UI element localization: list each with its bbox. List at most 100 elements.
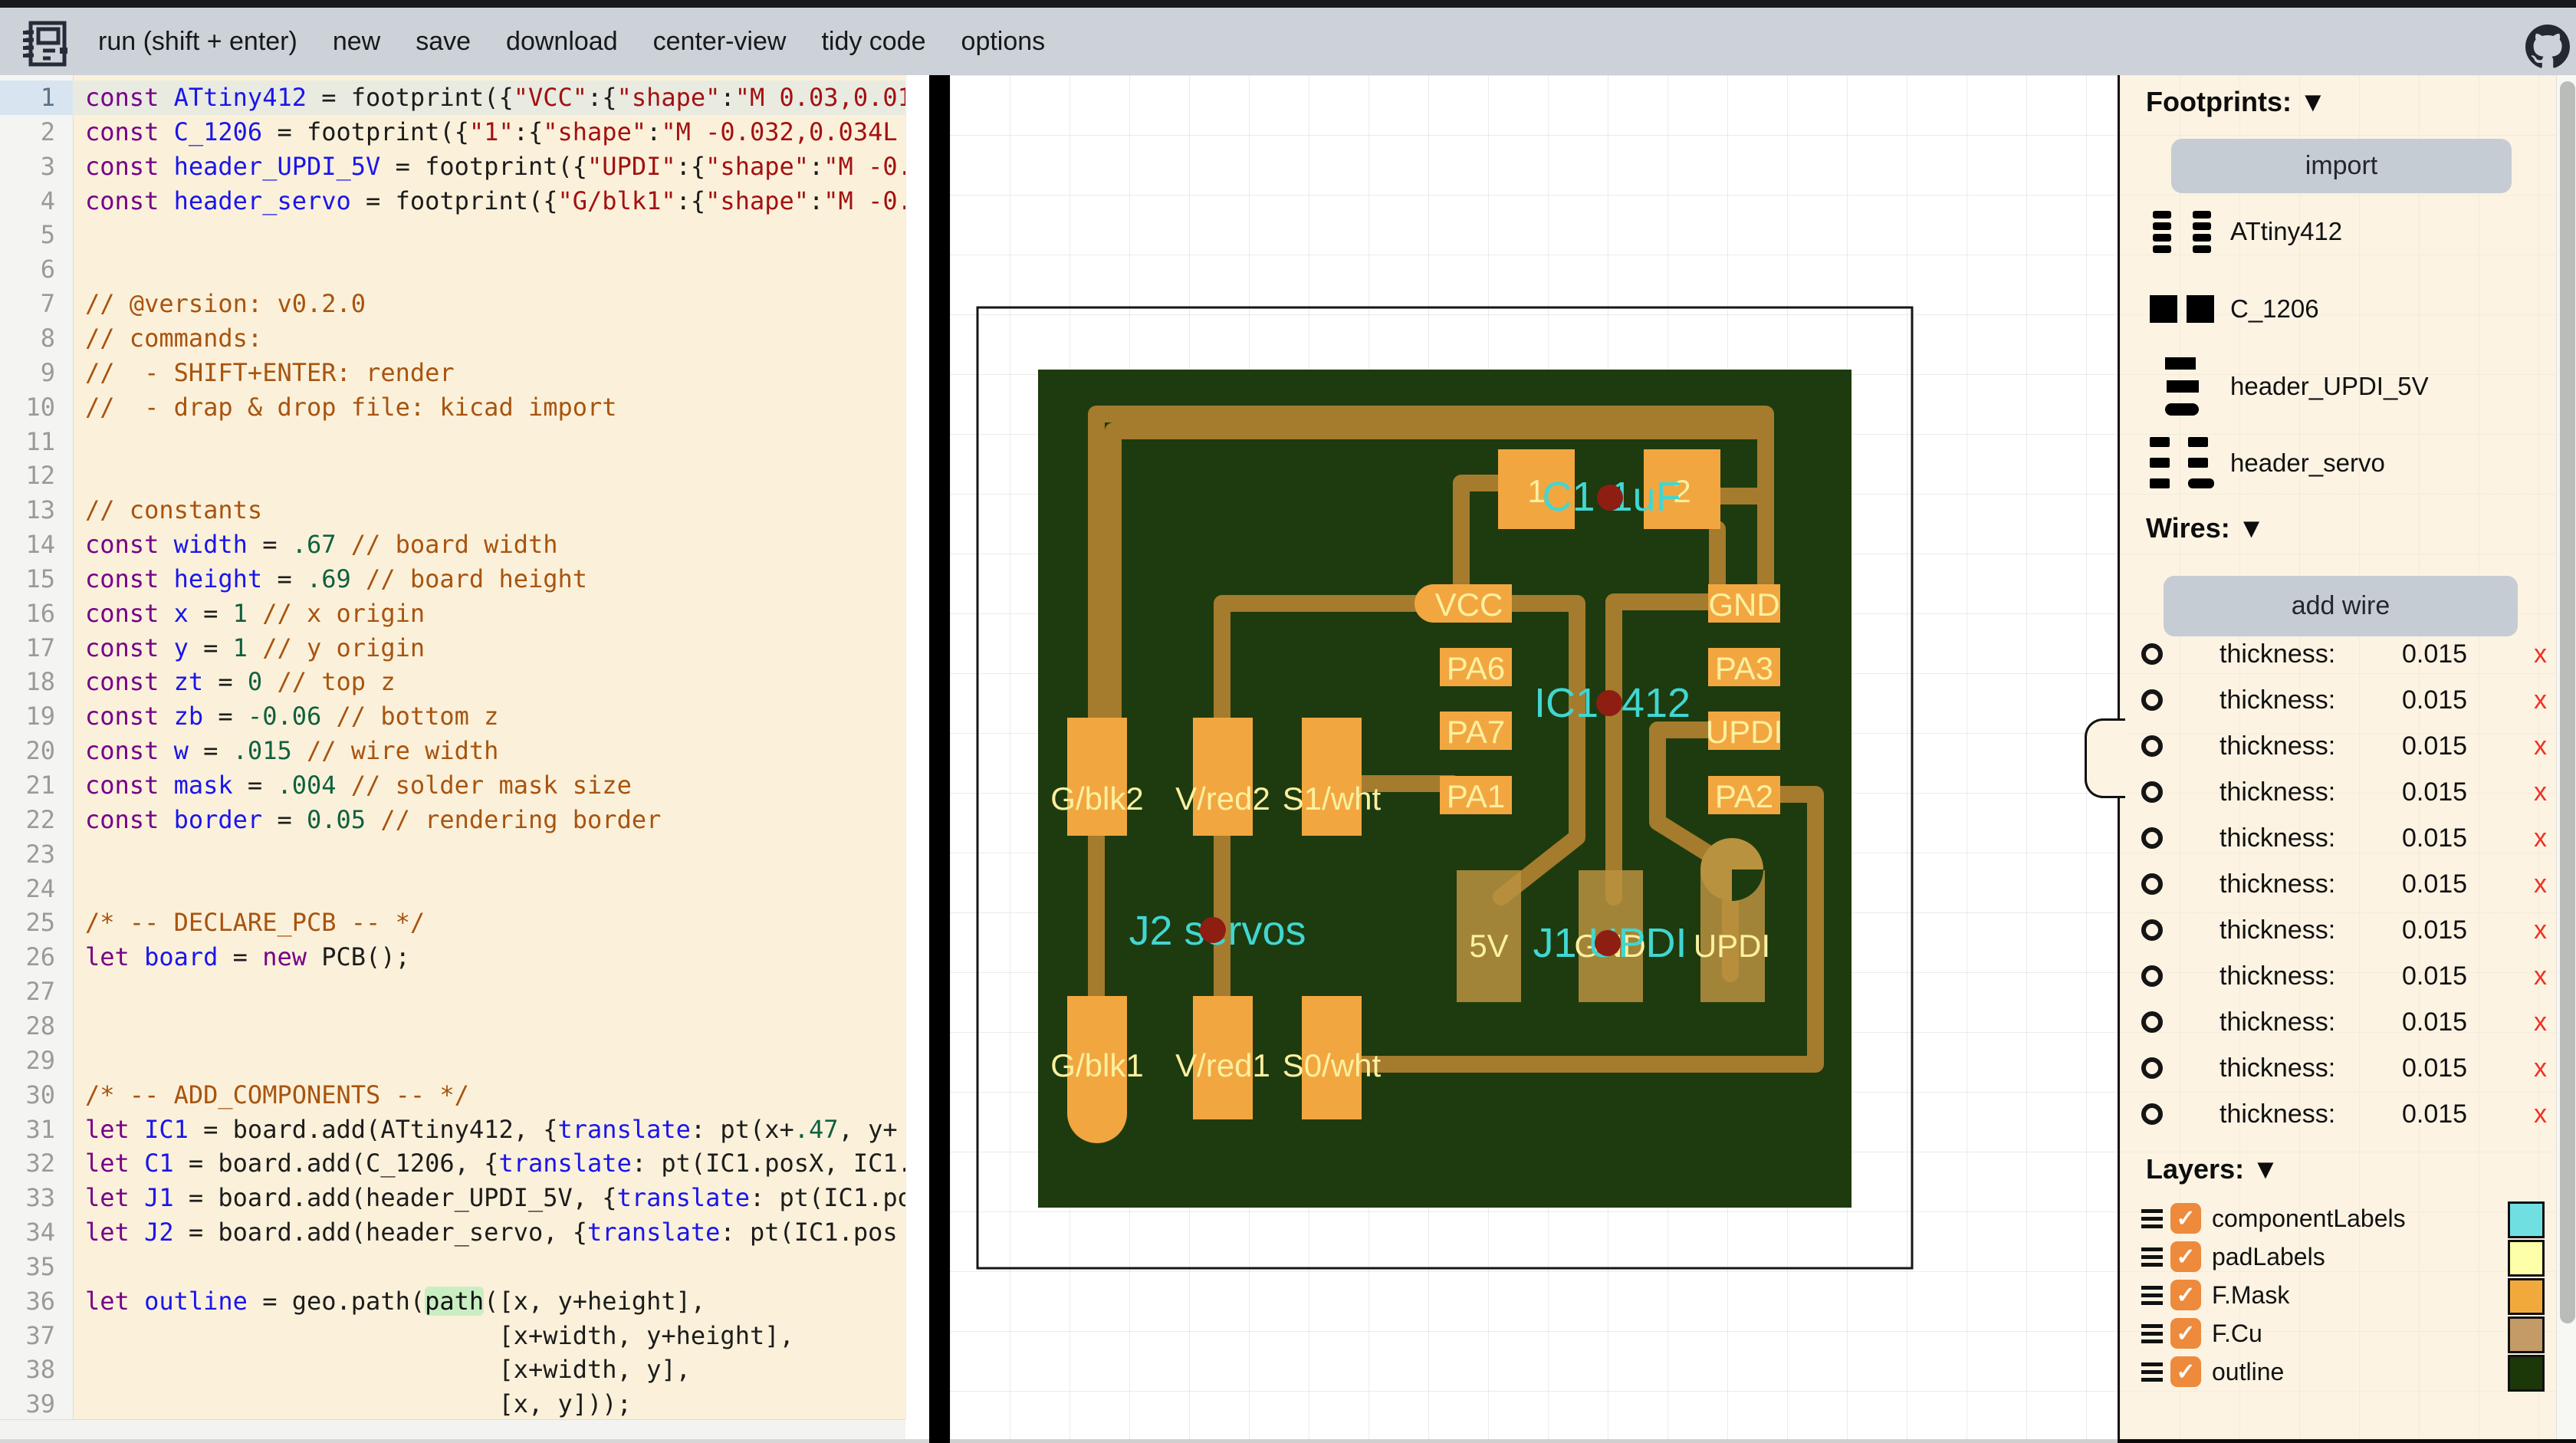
menu-center-view[interactable]: center-view	[652, 26, 787, 56]
code-line[interactable]	[73, 425, 905, 459]
footprint-item-header_servo[interactable]: header_servo	[2120, 426, 2549, 500]
wire-thickness-value[interactable]: 0.015	[2402, 731, 2468, 761]
panel-collapse-handle[interactable]	[2085, 718, 2125, 798]
menu-new[interactable]: new	[332, 26, 381, 56]
layer-visibility-checkbox[interactable]: ✓	[2170, 1280, 2201, 1310]
drag-handle-icon[interactable]	[2141, 1247, 2164, 1267]
wire-thickness-value[interactable]: 0.015	[2402, 1053, 2468, 1083]
footprint-item-header_UPDI_5V[interactable]: header_UPDI_5V	[2120, 350, 2549, 423]
wire-thickness-value[interactable]: 0.015	[2402, 685, 2468, 715]
menu-options[interactable]: options	[961, 26, 1046, 56]
editor-vertical-scrollbar[interactable]	[905, 75, 1831, 1419]
add-wire-button[interactable]: add wire	[2164, 576, 2518, 636]
wire-delete-button[interactable]: x	[2534, 823, 2547, 853]
code-line[interactable]: // constants	[85, 495, 263, 525]
code-text-area[interactable]: const ATtiny412 = footprint({"VCC":{"sha…	[73, 75, 905, 1419]
code-line[interactable]	[73, 218, 905, 252]
wire-thickness-value[interactable]: 0.015	[2402, 915, 2468, 945]
wire-thickness-value[interactable]: 0.015	[2402, 823, 2468, 853]
drag-handle-icon[interactable]	[2141, 1286, 2164, 1306]
code-line[interactable]: let IC1 = board.add(ATtiny412, {translat…	[85, 1114, 898, 1144]
code-line[interactable]: const width = .67 // board width	[85, 530, 558, 560]
github-icon[interactable]	[2525, 25, 2570, 69]
layer-color-swatch[interactable]	[2508, 1278, 2545, 1315]
wire-point-icon[interactable]	[2140, 734, 2164, 758]
wire-delete-button[interactable]: x	[2534, 685, 2547, 715]
drag-handle-icon[interactable]	[2141, 1209, 2164, 1229]
code-line[interactable]: const w = .015 // wire width	[85, 736, 499, 766]
drag-handle-icon[interactable]	[2141, 1324, 2164, 1344]
code-line[interactable]: // - drap & drop file: kicad import	[85, 392, 617, 422]
layer-visibility-checkbox[interactable]: ✓	[2170, 1356, 2201, 1387]
code-line[interactable]	[73, 252, 905, 287]
code-line[interactable]	[73, 1009, 905, 1044]
layer-visibility-checkbox[interactable]: ✓	[2170, 1318, 2201, 1349]
code-line[interactable]: const header_UPDI_5V = footprint({"UPDI"…	[85, 151, 905, 181]
code-line[interactable]: const ATtiny412 = footprint({"VCC":{"sha…	[73, 81, 905, 115]
wire-thickness-value[interactable]: 0.015	[2402, 777, 2468, 807]
code-line[interactable]: const zt = 0 // top z	[85, 667, 396, 697]
layer-visibility-checkbox[interactable]: ✓	[2170, 1203, 2201, 1234]
code-line[interactable]	[73, 837, 905, 872]
footprint-item-ATtiny412[interactable]: ATtiny412	[2120, 195, 2549, 268]
wire-delete-button[interactable]: x	[2534, 1053, 2547, 1083]
layer-color-swatch[interactable]	[2508, 1240, 2545, 1277]
wire-point-icon[interactable]	[2140, 918, 2164, 942]
wire-delete-button[interactable]: x	[2534, 869, 2547, 899]
wire-thickness-value[interactable]: 0.015	[2402, 961, 2468, 991]
editor-horizontal-scrollbar[interactable]	[0, 1419, 905, 1440]
code-line[interactable]: [x+width, y],	[85, 1355, 691, 1385]
footprints-heading[interactable]: Footprints: ▼	[2146, 86, 2327, 117]
panel-scrollbar[interactable]	[2556, 75, 2576, 1439]
code-line[interactable]: let outline = geo.path(path([x, y+height…	[85, 1286, 706, 1316]
code-line[interactable]: const zb = -0.06 // bottom z	[85, 702, 499, 731]
menu-tidy-code[interactable]: tidy code	[821, 26, 926, 56]
wire-point-icon[interactable]	[2140, 1102, 2164, 1126]
import-button[interactable]: import	[2171, 139, 2512, 193]
layer-color-swatch[interactable]	[2508, 1316, 2545, 1353]
code-line[interactable]: const height = .69 // board height	[85, 564, 588, 593]
code-line[interactable]	[73, 1250, 905, 1284]
code-line[interactable]: const header_servo = footprint({"G/blk1"…	[85, 186, 905, 215]
code-line[interactable]: const y = 1 // y origin	[85, 633, 426, 662]
code-line[interactable]: const mask = .004 // solder mask size	[85, 771, 632, 800]
code-line[interactable]: const C_1206 = footprint({"1":{"shape":"…	[85, 117, 898, 146]
wire-delete-button[interactable]: x	[2534, 1099, 2547, 1129]
code-line[interactable]	[73, 872, 905, 906]
wire-delete-button[interactable]: x	[2534, 731, 2547, 761]
menu-run[interactable]: run (shift + enter)	[98, 26, 297, 56]
wire-point-icon[interactable]	[2140, 964, 2164, 988]
code-line[interactable]: let J2 = board.add(header_servo, {transl…	[85, 1218, 898, 1247]
wire-delete-button[interactable]: x	[2534, 961, 2547, 991]
code-line[interactable]: // - SHIFT+ENTER: render	[85, 357, 455, 387]
menu-download[interactable]: download	[506, 26, 618, 56]
wire-delete-button[interactable]: x	[2534, 915, 2547, 945]
wire-delete-button[interactable]: x	[2534, 639, 2547, 669]
wire-point-icon[interactable]	[2140, 688, 2164, 712]
code-line[interactable]: const border = 0.05 // rendering border	[85, 804, 662, 834]
layer-visibility-checkbox[interactable]: ✓	[2170, 1241, 2201, 1272]
wire-delete-button[interactable]: x	[2534, 777, 2547, 807]
wire-point-icon[interactable]	[2140, 642, 2164, 666]
layer-color-swatch[interactable]	[2508, 1355, 2545, 1392]
wire-point-icon[interactable]	[2140, 1056, 2164, 1080]
code-line[interactable]	[73, 459, 905, 493]
footprint-item-C_1206[interactable]: C_1206	[2120, 272, 2549, 346]
code-line[interactable]: let J1 = board.add(header_UPDI_5V, {tran…	[85, 1183, 905, 1213]
wire-thickness-value[interactable]: 0.015	[2402, 639, 2468, 669]
code-line[interactable]: [x, y]));	[85, 1389, 632, 1419]
drag-handle-icon[interactable]	[2141, 1362, 2164, 1382]
menu-save[interactable]: save	[416, 26, 472, 56]
editor-canvas-resize-divider[interactable]	[929, 75, 950, 1443]
code-editor[interactable]	[0, 75, 905, 1419]
wire-point-icon[interactable]	[2140, 872, 2164, 896]
wire-thickness-value[interactable]: 0.015	[2402, 869, 2468, 899]
wire-thickness-value[interactable]: 0.015	[2402, 1007, 2468, 1037]
code-line[interactable]: let board = new PCB();	[85, 942, 410, 972]
layer-color-swatch[interactable]	[2508, 1201, 2545, 1238]
code-line[interactable]	[73, 975, 905, 1009]
wire-delete-button[interactable]: x	[2534, 1007, 2547, 1037]
panel-scrollbar-thumb[interactable]	[2560, 81, 2575, 1323]
layers-heading[interactable]: Layers: ▼	[2146, 1153, 2279, 1185]
